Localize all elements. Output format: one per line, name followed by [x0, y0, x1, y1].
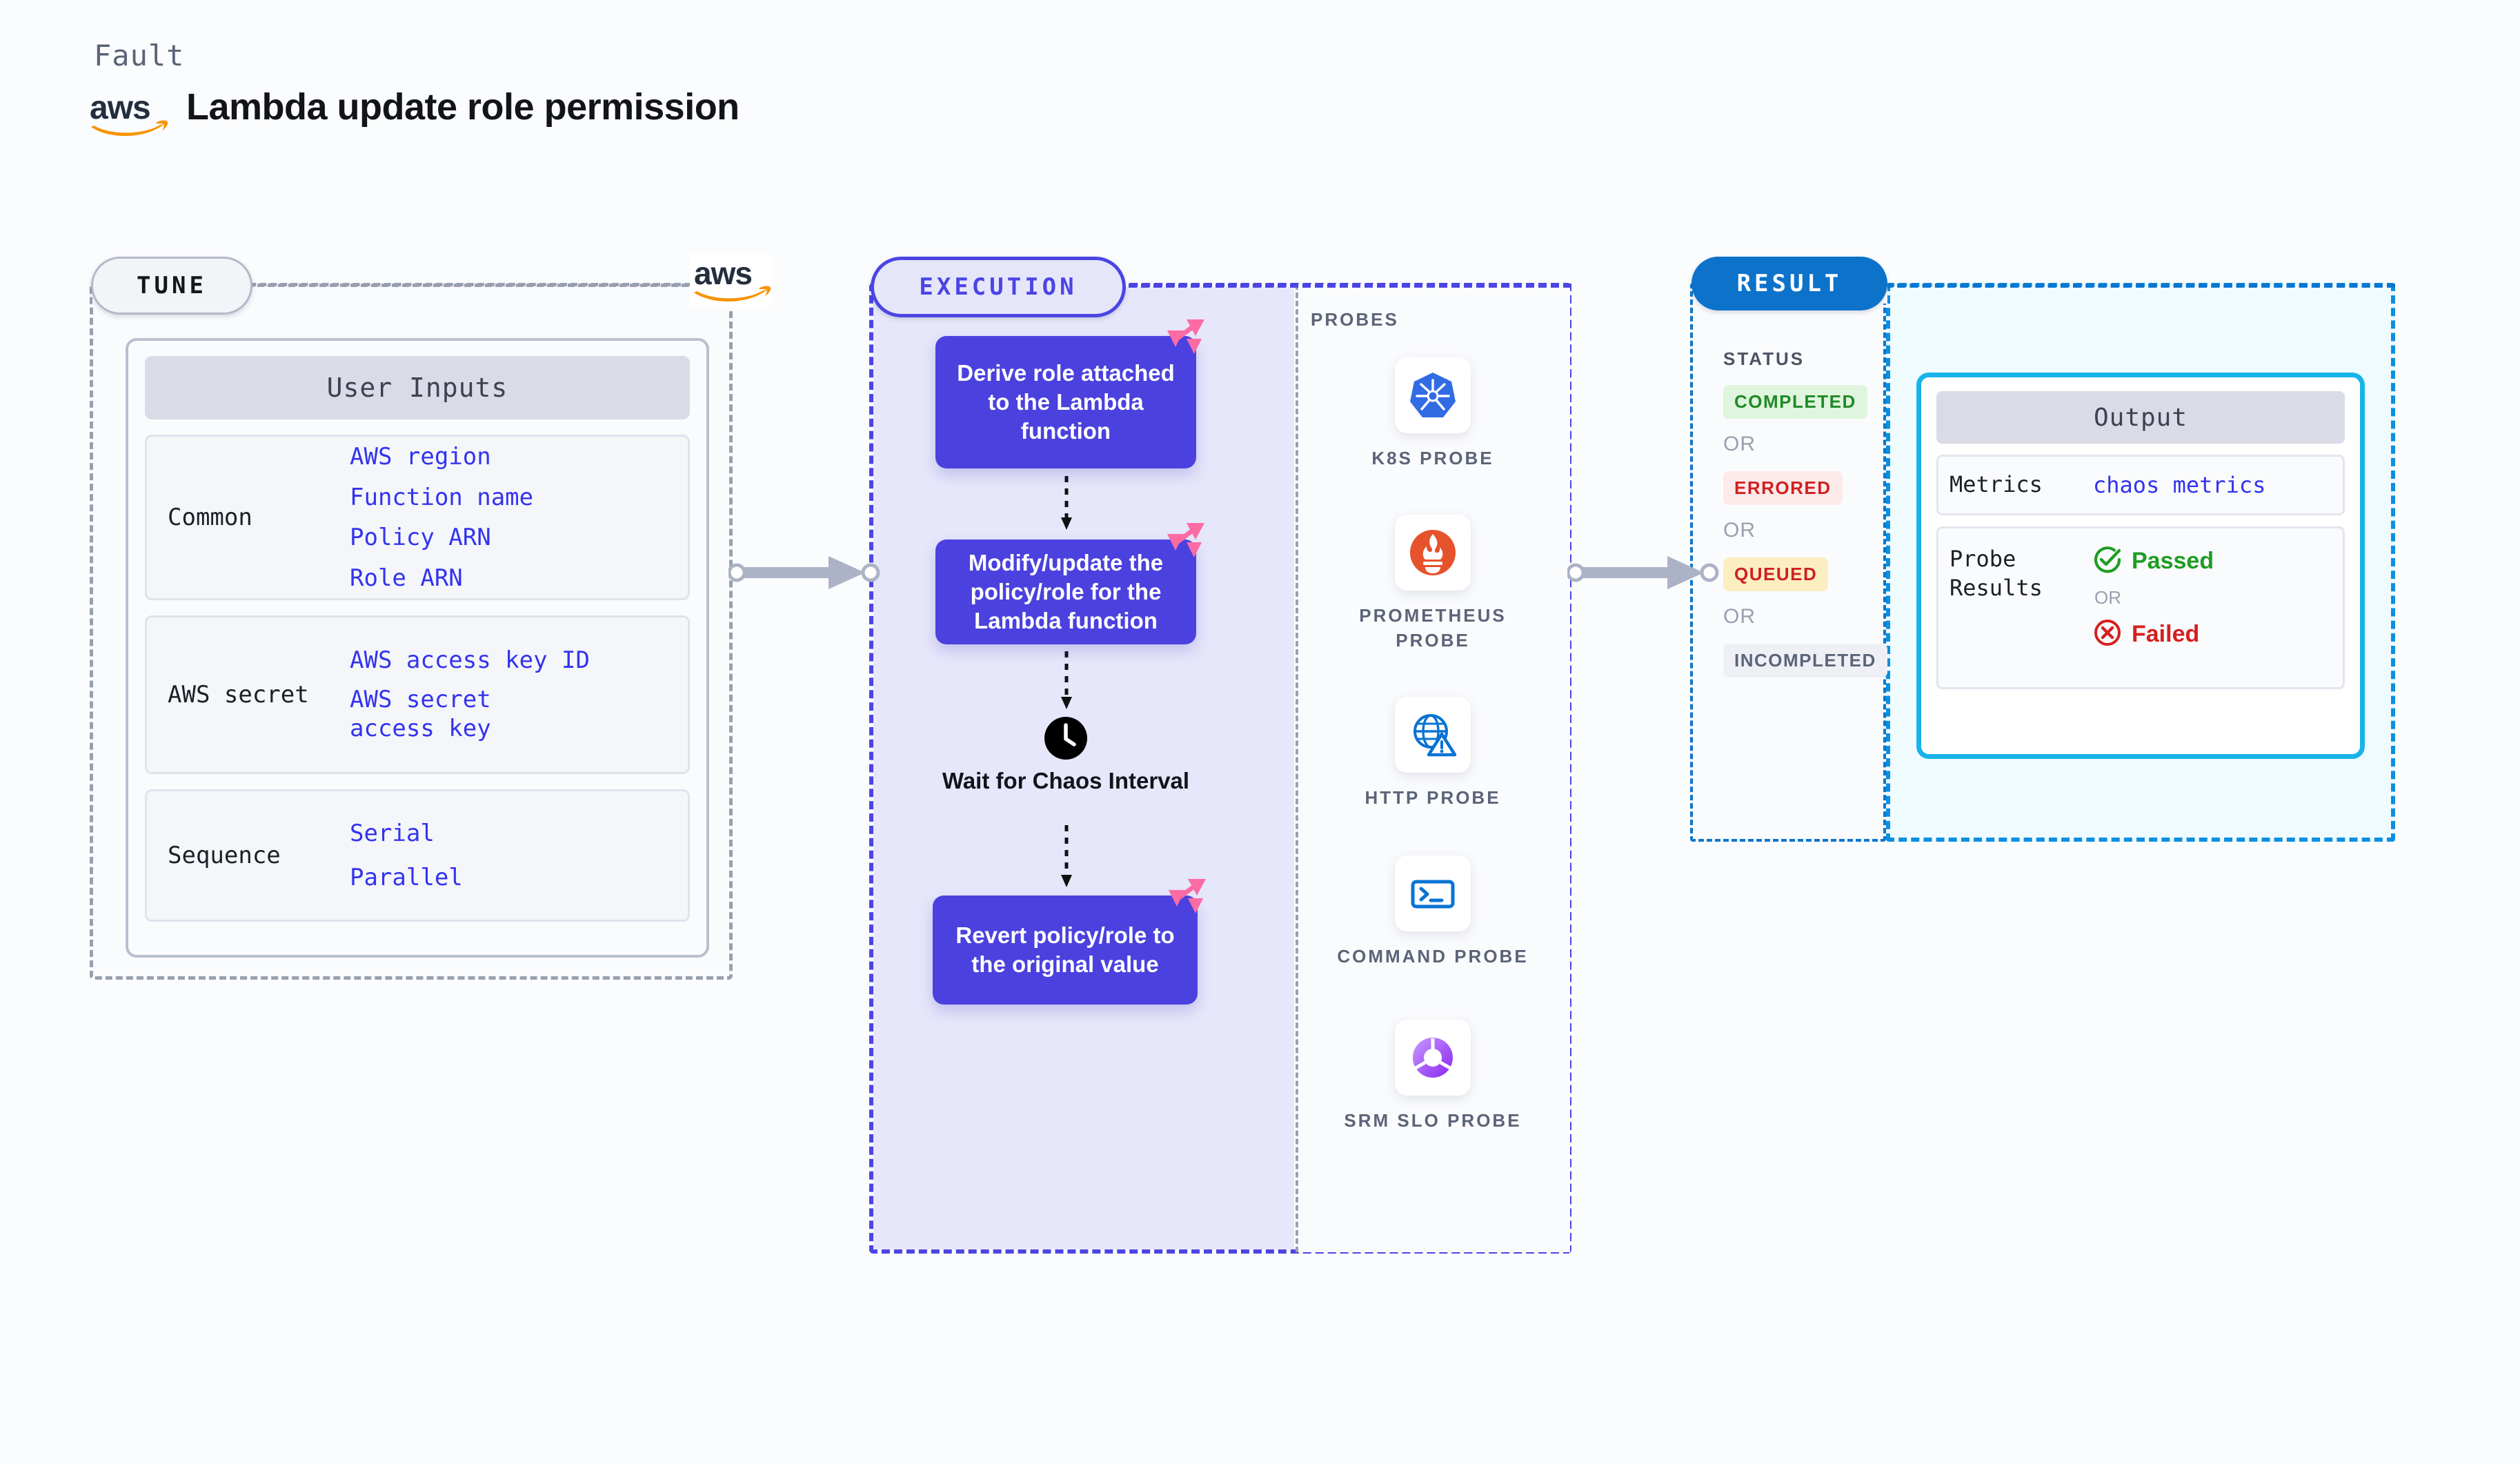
- status-badge-queued: QUEUED: [1723, 557, 1829, 591]
- output-key-probe-results: Probe Results: [1949, 546, 2043, 601]
- litmus-icon: [1166, 318, 1206, 357]
- execution-badge[interactable]: EXECUTION: [871, 257, 1126, 317]
- result-badge[interactable]: RESULT: [1691, 257, 1887, 310]
- prometheus-icon: [1395, 515, 1471, 591]
- svg-text:aws: aws: [694, 255, 752, 291]
- clock-icon: [1043, 715, 1089, 761]
- probe-label: SRM SLO PROBE: [1344, 1110, 1522, 1131]
- probe-result-passed: Passed: [2093, 545, 2214, 577]
- svg-text:aws: aws: [90, 90, 150, 126]
- input-value[interactable]: Parallel: [350, 864, 463, 891]
- probe-label: HTTP PROBE: [1365, 787, 1501, 808]
- probe-item-prometheus[interactable]: PROMETHEUS PROBE: [1319, 515, 1547, 653]
- execution-step-label: Revert policy/role to the original value: [955, 922, 1175, 977]
- kubernetes-icon: [1395, 357, 1471, 433]
- litmus-icon: [1166, 522, 1206, 560]
- status-heading: STATUS: [1723, 348, 1805, 369]
- http-globe-warning-icon: [1395, 697, 1471, 773]
- tune-badge[interactable]: TUNE: [91, 257, 252, 315]
- probe-passed-label: Passed: [2132, 548, 2214, 574]
- status-badge-errored: ERRORED: [1723, 471, 1843, 505]
- or-separator: OR: [1723, 605, 1756, 628]
- fault-label: Fault: [94, 39, 185, 72]
- check-circle-icon: [2093, 545, 2122, 577]
- page-title: Lambda update role permission: [186, 86, 740, 128]
- execution-connector-dashline: [1116, 284, 1571, 288]
- probe-result-failed: Failed: [2093, 618, 2214, 651]
- probes-title: PROBES: [1311, 309, 1399, 330]
- user-inputs-card: User Inputs Common AWS region Function n…: [126, 338, 709, 958]
- execution-step-2[interactable]: Modify/update the policy/role for the La…: [935, 523, 1204, 644]
- arrow-step2-to-wait: [1059, 651, 1074, 711]
- probe-label: COMMAND PROBE: [1337, 946, 1529, 967]
- status-badge-completed: COMPLETED: [1723, 385, 1867, 419]
- input-value[interactable]: Serial: [350, 819, 435, 847]
- execution-step-label: Modify/update the policy/role for the La…: [968, 549, 1164, 634]
- wait-node-label: Wait for Chaos Interval: [942, 768, 1190, 793]
- input-value[interactable]: Function name: [350, 483, 534, 511]
- probe-item-http[interactable]: HTTP PROBE: [1319, 697, 1547, 810]
- or-separator: OR: [1723, 433, 1756, 455]
- execution-step-label: Derive role attached to the Lambda funct…: [957, 359, 1175, 444]
- input-group-common: Common AWS region Function name Policy A…: [145, 435, 690, 600]
- output-value-metrics[interactable]: chaos metrics: [2093, 472, 2266, 498]
- connector-tune-to-execution: [727, 552, 886, 593]
- terminal-icon: [1395, 855, 1471, 931]
- execution-step-1[interactable]: Derive role attached to the Lambda funct…: [935, 319, 1204, 468]
- probe-label: K8S PROBE: [1371, 448, 1494, 468]
- input-group-label: Sequence: [168, 842, 281, 869]
- output-key-metrics: Metrics: [1949, 471, 2043, 498]
- output-title: Output: [1936, 391, 2345, 444]
- input-group-label: AWS secret: [168, 681, 309, 709]
- arrow-step1-to-step2: [1059, 476, 1074, 531]
- status-badge-incompleted: INCOMPLETED: [1723, 644, 1887, 677]
- input-value[interactable]: AWS region: [350, 443, 491, 471]
- wait-for-chaos-interval-node: Wait for Chaos Interval: [935, 715, 1196, 795]
- input-value[interactable]: AWS secret access key: [350, 685, 491, 743]
- probe-item-k8s[interactable]: K8S PROBE: [1319, 357, 1547, 471]
- page-header: Fault aws Lambda update role permission: [88, 41, 1054, 166]
- litmus-icon: [1167, 878, 1207, 916]
- aws-logo-icon-tune: aws: [690, 254, 771, 308]
- aws-logo-icon: aws: [88, 88, 170, 138]
- x-circle-icon: [2093, 618, 2122, 651]
- probe-item-srm-slo[interactable]: SRM SLO PROBE: [1319, 1020, 1547, 1133]
- arrow-wait-to-step4: [1059, 825, 1074, 889]
- input-group-sequence: Sequence Serial Parallel: [145, 789, 690, 922]
- status-column: STATUS COMPLETED OR ERRORED OR QUEUED OR…: [1723, 348, 1889, 677]
- output-row-metrics: Metrics chaos metrics: [1936, 455, 2345, 515]
- input-group-label: Common: [168, 504, 252, 531]
- execution-step-3[interactable]: Revert policy/role to the original value: [933, 879, 1206, 1005]
- or-separator: OR: [1723, 519, 1756, 542]
- probe-failed-label: Failed: [2132, 621, 2200, 647]
- output-card: Output Metrics chaos metrics Probe Resul…: [1916, 373, 2365, 759]
- or-separator: OR: [2094, 587, 2121, 608]
- connector-execution-to-result: [1566, 552, 1725, 593]
- input-value[interactable]: Policy ARN: [350, 524, 491, 551]
- input-value[interactable]: AWS access key ID: [350, 646, 590, 675]
- srm-slo-donut-icon: [1395, 1020, 1471, 1096]
- input-value[interactable]: Role ARN: [350, 564, 463, 592]
- probe-label: PROMETHEUS PROBE: [1359, 605, 1507, 651]
- input-group-aws-secret: AWS secret AWS access key ID AWS secret …: [145, 615, 690, 774]
- user-inputs-title: User Inputs: [145, 356, 690, 419]
- probe-item-command[interactable]: COMMAND PROBE: [1319, 855, 1547, 969]
- output-row-probe-results: Probe Results Passed OR: [1936, 526, 2345, 689]
- result-connector-dashline: [1885, 284, 2395, 288]
- tune-connector-dashline: [247, 284, 730, 287]
